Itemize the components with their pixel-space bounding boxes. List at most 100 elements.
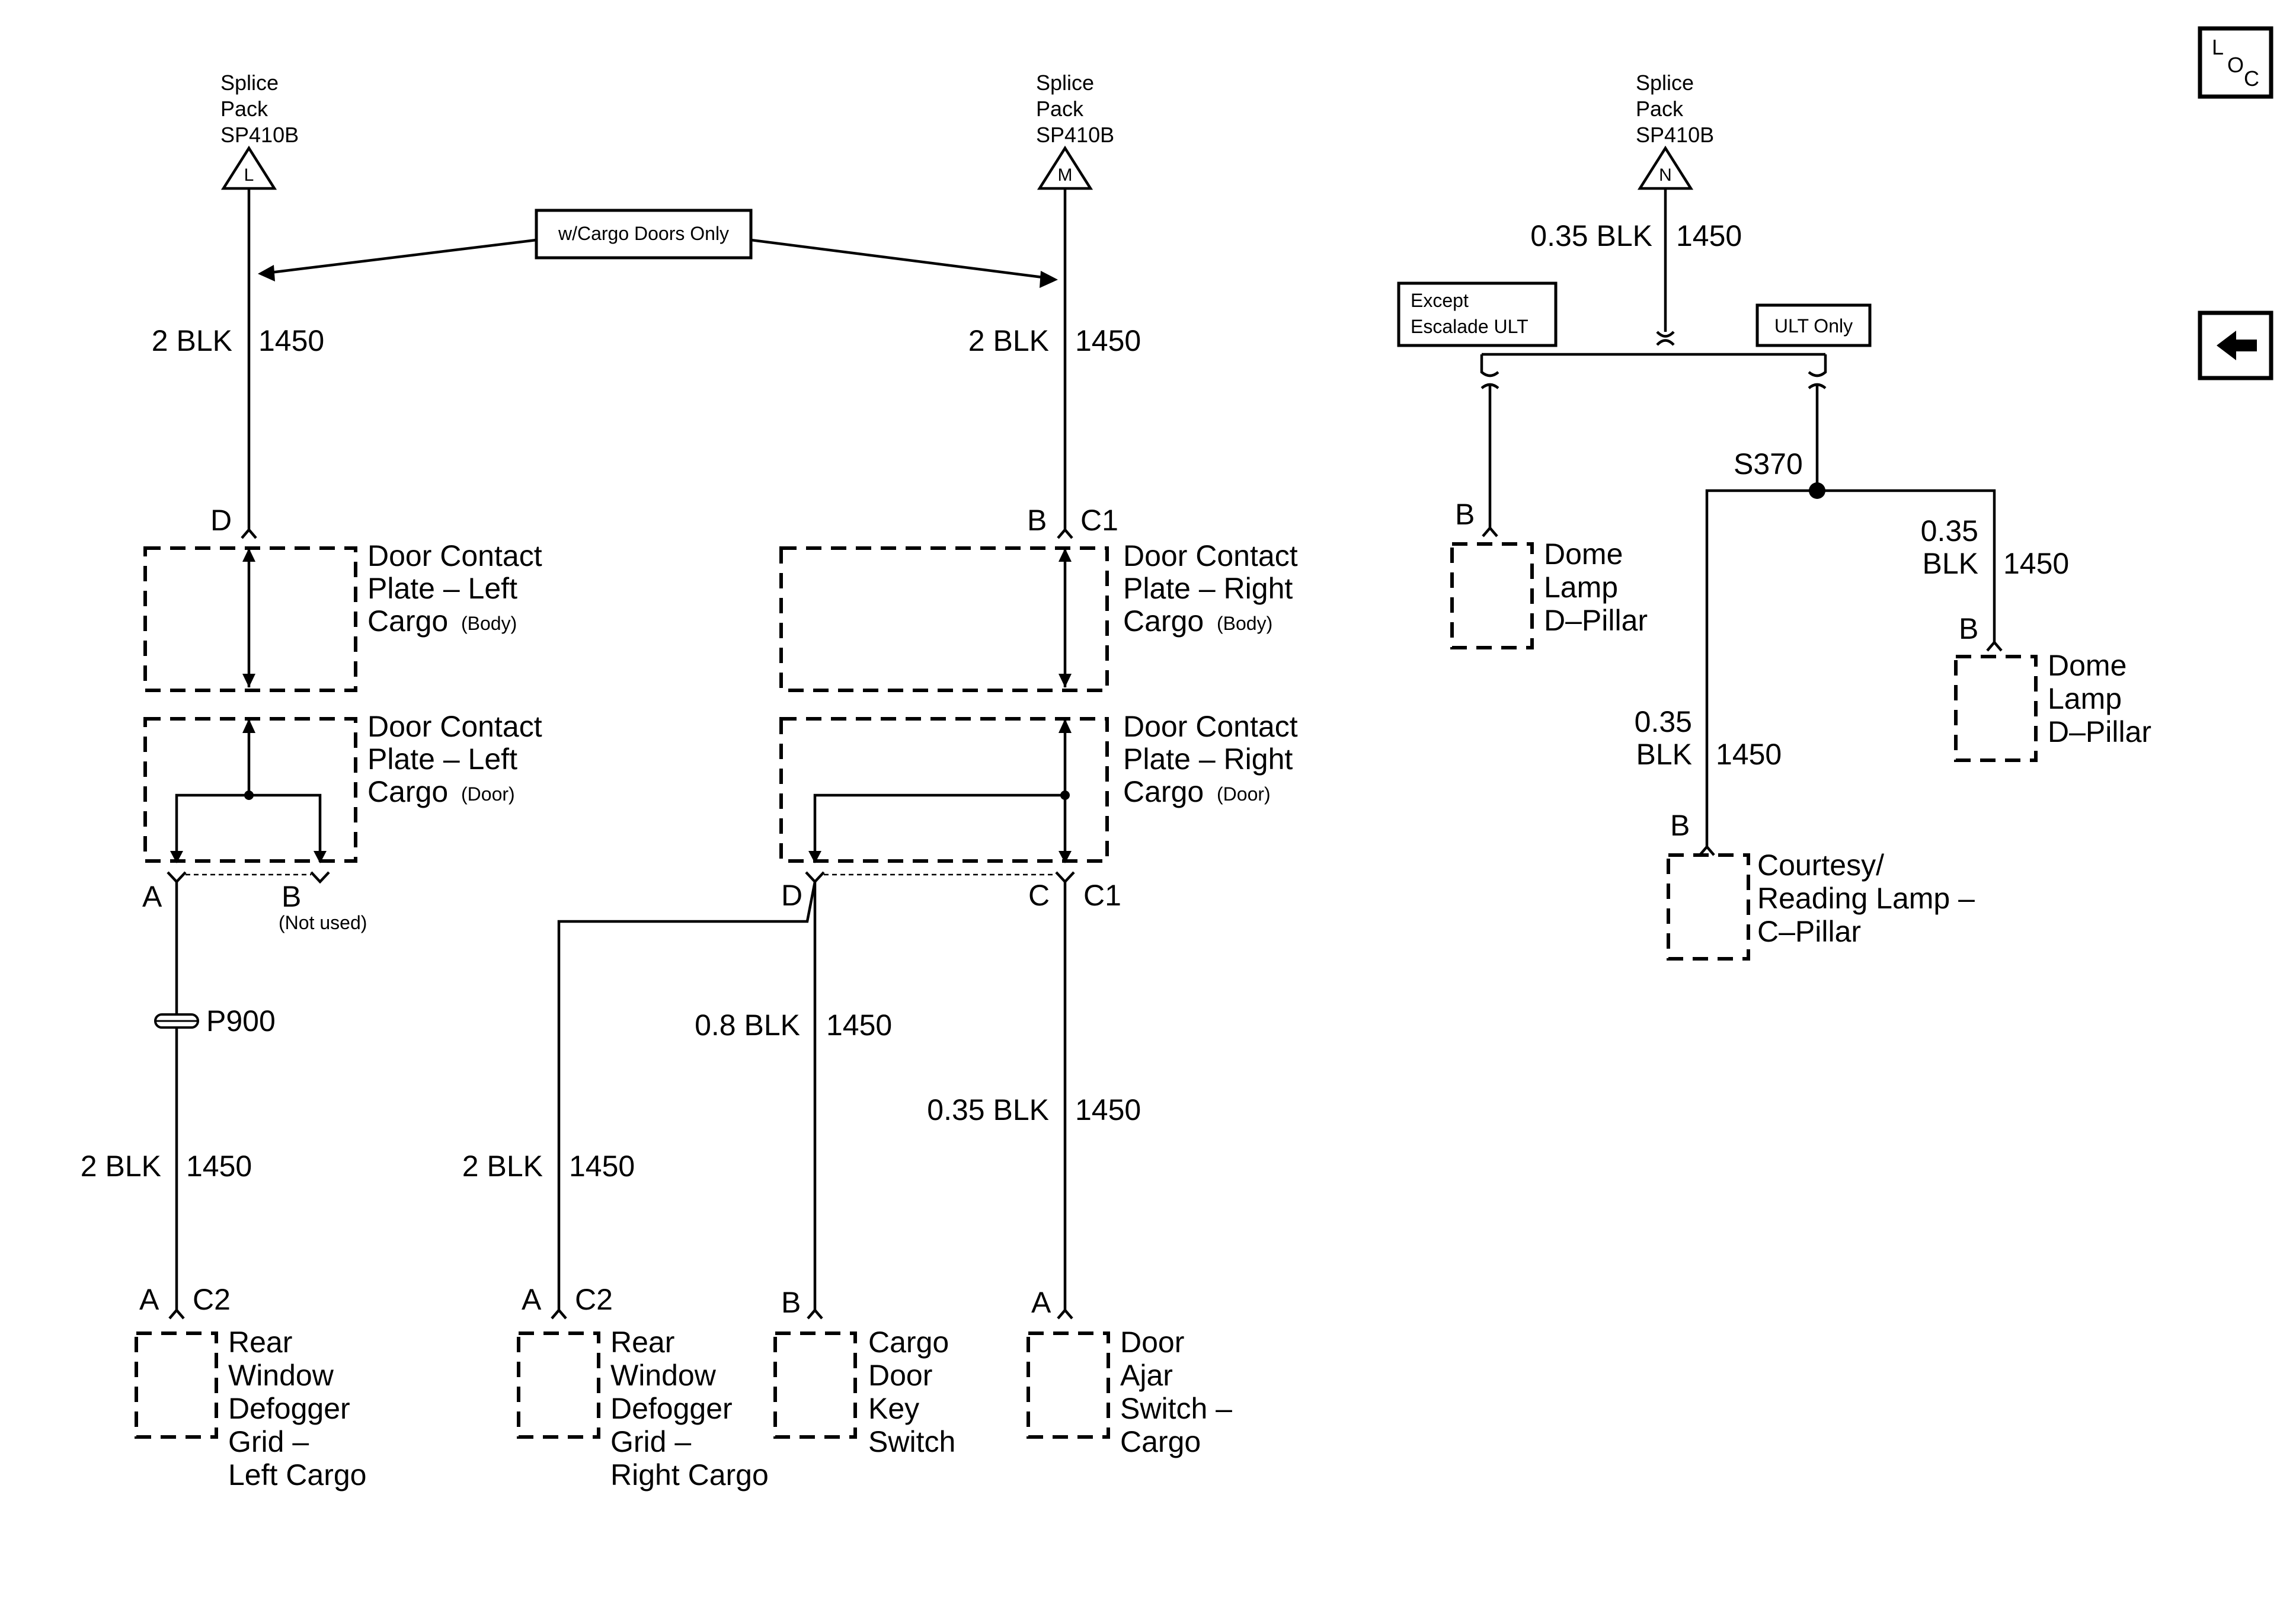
component-note: (Door) bbox=[1217, 783, 1271, 805]
component-box bbox=[779, 717, 1109, 863]
component-note: (Body) bbox=[1217, 613, 1272, 634]
pin-label: B bbox=[781, 1286, 801, 1319]
arrowhead-icon bbox=[242, 719, 255, 733]
arrowhead-icon bbox=[1040, 271, 1058, 288]
option-break-icon bbox=[1808, 354, 1827, 389]
component-box bbox=[143, 717, 357, 863]
component-label: Switch – bbox=[1120, 1392, 1232, 1425]
wire-circuit: 1450 bbox=[826, 1009, 892, 1042]
connector-icon bbox=[168, 1308, 185, 1320]
component-label: D–Pillar bbox=[2048, 715, 2151, 748]
wire-gauge: 0.35 bbox=[1921, 514, 1978, 548]
wire-gauge: 0.35 bbox=[1635, 705, 1692, 738]
component-label: Grid – bbox=[228, 1425, 309, 1458]
component-label: Grid – bbox=[610, 1425, 691, 1458]
connector-icon bbox=[310, 871, 330, 884]
internal-bus bbox=[175, 793, 322, 862]
cargo-doors-note: w/Cargo Doors Only bbox=[258, 209, 1058, 288]
note-arrow-left bbox=[260, 238, 537, 276]
arrowhead-icon bbox=[1059, 719, 1072, 733]
pin-label: A bbox=[522, 1283, 542, 1316]
component-label: Ajar bbox=[1120, 1359, 1173, 1392]
wire-gauge: BLK bbox=[1922, 547, 1978, 580]
arrowhead-icon bbox=[258, 265, 275, 281]
connector-icon bbox=[551, 1308, 567, 1320]
component-box bbox=[779, 546, 1109, 692]
component-label: Door Contact bbox=[367, 710, 542, 743]
wire-gauge: 2 BLK bbox=[81, 1150, 161, 1183]
pin-label: B bbox=[1959, 612, 1978, 645]
internal-bus bbox=[813, 793, 1065, 862]
left-circuit: 2 BLK 1450 D Door Contact Plate – Left C… bbox=[81, 188, 542, 1491]
component-label: Lamp bbox=[2048, 682, 2122, 715]
wire-gauge: 2 BLK bbox=[968, 324, 1049, 357]
component-label: Door bbox=[868, 1359, 932, 1392]
connector-label: C1 bbox=[1080, 504, 1118, 537]
wire bbox=[1705, 489, 1996, 847]
arrowhead-icon bbox=[808, 851, 821, 863]
splice-title-3: SP410B bbox=[220, 123, 299, 147]
component-box bbox=[135, 1331, 218, 1439]
splice-title-2: Pack bbox=[220, 97, 268, 121]
loc-icon[interactable]: L O C bbox=[2198, 26, 2273, 99]
junction-dot bbox=[244, 790, 254, 800]
back-icon[interactable] bbox=[2198, 311, 2273, 380]
component-label: Defogger bbox=[610, 1392, 733, 1425]
splice-terminal: M bbox=[1058, 165, 1073, 185]
component-label: Cargo bbox=[367, 775, 448, 808]
connector-icon bbox=[1986, 640, 2003, 652]
component-box bbox=[1667, 853, 1750, 961]
splice-title-3: SP410B bbox=[1636, 123, 1714, 147]
component-label: Rear bbox=[610, 1326, 674, 1359]
component-label-group: Rear Window Defogger Grid – Left Cargo bbox=[228, 1326, 366, 1491]
option-note: ULT Only bbox=[1774, 315, 1853, 337]
loc-letter-o: O bbox=[2227, 53, 2244, 77]
splice-point-label: S370 bbox=[1734, 447, 1803, 481]
note-text: w/Cargo Doors Only bbox=[558, 223, 729, 244]
component-label: C–Pillar bbox=[1757, 915, 1861, 948]
right-circuit: 0.35 BLK 1450 Except Escalade ULT ULT On… bbox=[1397, 188, 2151, 961]
component-label: Cargo bbox=[1120, 1425, 1201, 1458]
splice-title-1: Splice bbox=[220, 71, 279, 95]
note-arrow-right bbox=[750, 238, 1053, 280]
arrowhead-icon bbox=[1059, 674, 1072, 687]
component-label: Rear bbox=[228, 1326, 292, 1359]
component-box bbox=[143, 546, 357, 692]
component-label: Door bbox=[1120, 1326, 1184, 1359]
component-label: Key bbox=[868, 1392, 919, 1425]
connector-icon bbox=[1057, 527, 1073, 539]
splice-title-3: SP410B bbox=[1036, 123, 1114, 147]
connector-icon bbox=[1057, 1308, 1073, 1320]
component-label: Left Cargo bbox=[228, 1458, 366, 1491]
component-label-group: Cargo Door Key Switch bbox=[868, 1326, 955, 1458]
loc-icon-frame[interactable] bbox=[2198, 26, 2273, 99]
junction-dot bbox=[1060, 790, 1070, 800]
component-label: D–Pillar bbox=[1544, 604, 1648, 637]
wire-circuit: 1450 bbox=[186, 1150, 252, 1183]
component-note: (Door) bbox=[461, 783, 515, 805]
connector-icon bbox=[167, 871, 187, 884]
component-label: Cargo bbox=[868, 1326, 949, 1359]
connector-label: C1 bbox=[1083, 879, 1121, 912]
wire-circuit: 1450 bbox=[1075, 324, 1141, 357]
component-label: Window bbox=[228, 1359, 334, 1392]
wire-gauge: 2 BLK bbox=[152, 324, 232, 357]
component-label-group: Rear Window Defogger Grid – Right Cargo bbox=[610, 1326, 769, 1491]
option-break-icon bbox=[1656, 331, 1675, 338]
pin-label: B bbox=[1455, 498, 1475, 531]
splice-title-1: Splice bbox=[1636, 71, 1694, 95]
wire-gauge: 0.35 BLK bbox=[1530, 219, 1652, 252]
pin-label: D bbox=[210, 504, 232, 537]
splice-point-label: P900 bbox=[206, 1004, 276, 1038]
arrowhead-icon bbox=[242, 548, 255, 562]
option-break-icon bbox=[1656, 339, 1675, 346]
option-note-frame bbox=[1397, 281, 1558, 347]
back-arrow-icon bbox=[2217, 331, 2257, 360]
component-label: Cargo bbox=[1123, 775, 1204, 808]
component-box bbox=[1027, 1331, 1110, 1439]
pin-label: B bbox=[1027, 504, 1047, 537]
component-box bbox=[517, 1331, 600, 1439]
component-label: Defogger bbox=[228, 1392, 350, 1425]
pin-label: D bbox=[781, 879, 802, 912]
